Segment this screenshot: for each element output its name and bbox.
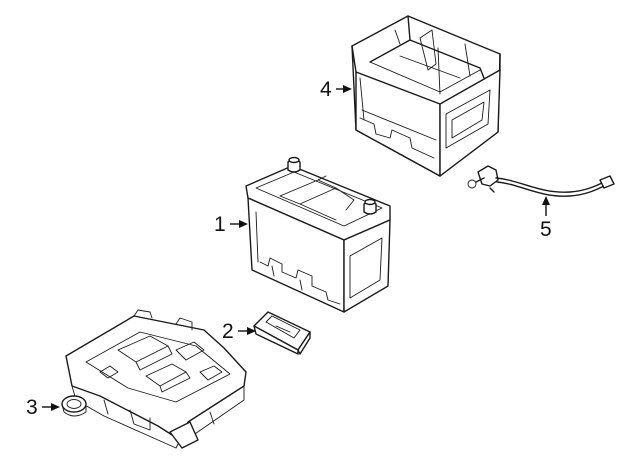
- callout-label-3: 3: [26, 396, 38, 419]
- callout-label-5: 5: [540, 218, 552, 241]
- callout-1: 1: [214, 213, 248, 236]
- callout-2: 2: [222, 320, 256, 343]
- hold-down-clamp[interactable]: [253, 311, 311, 355]
- callout-4: 4: [320, 78, 352, 101]
- battery-tray[interactable]: [61, 309, 247, 449]
- callout-label-4: 4: [320, 78, 332, 101]
- battery[interactable]: [245, 156, 391, 313]
- callout-3: 3: [26, 396, 60, 419]
- callout-label-2: 2: [222, 320, 234, 343]
- ground-cable[interactable]: [467, 165, 615, 197]
- battery-insulator-box[interactable]: [351, 15, 501, 177]
- callout-label-1: 1: [214, 213, 226, 236]
- callout-5: 5: [540, 196, 552, 241]
